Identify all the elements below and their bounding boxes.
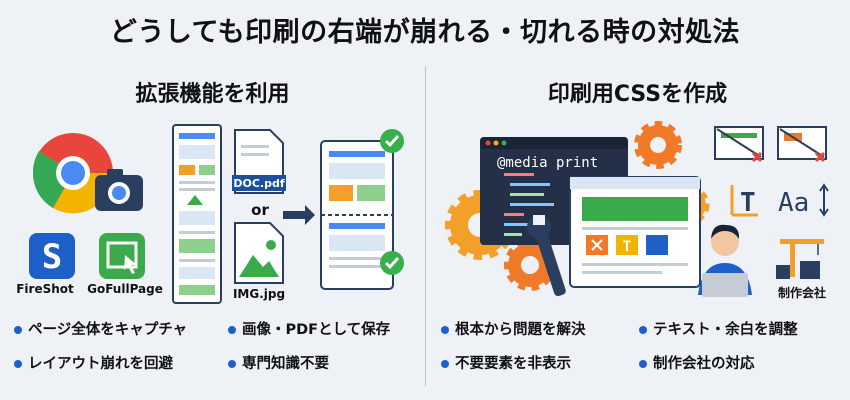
text-size-icon: T bbox=[730, 185, 758, 218]
app-label-gofullpage: GoFullPage bbox=[87, 282, 163, 296]
bullet-dot-icon bbox=[639, 360, 647, 368]
right-heading: 印刷用CSSを作成 bbox=[547, 82, 728, 107]
bullet-dot-icon bbox=[639, 326, 647, 334]
long-page-icon bbox=[172, 124, 222, 304]
bullet-item: 不要要素を非表示 bbox=[441, 352, 571, 373]
svg-text:S: S bbox=[42, 237, 62, 277]
bullet-dot-icon bbox=[441, 360, 449, 368]
pdf-filename: DOC.pdf bbox=[233, 177, 285, 190]
app-label-fireshot: FireShot bbox=[16, 282, 74, 296]
svg-text:T: T bbox=[623, 239, 631, 255]
printed-pages-icon bbox=[320, 140, 394, 290]
browser-window: T bbox=[569, 176, 701, 288]
divider bbox=[425, 66, 426, 386]
bullet-item: 制作会社の対応 bbox=[639, 352, 755, 373]
bullet-item: 専門知識不要 bbox=[228, 352, 329, 373]
svg-text:Aa: Aa bbox=[778, 188, 809, 218]
code-text: @media print bbox=[497, 155, 599, 171]
bullet-item: 画像・PDFとして保存 bbox=[228, 318, 390, 339]
company-label: 制作会社 bbox=[777, 286, 826, 300]
layout-error-icon bbox=[777, 126, 827, 163]
wrench-icon bbox=[527, 215, 566, 297]
page-title: どうしても印刷の右端が崩れる・切れる時の対処法 bbox=[109, 17, 741, 48]
crane-icon bbox=[776, 239, 824, 279]
left-illustration: S bbox=[29, 124, 404, 304]
gear-icon bbox=[634, 121, 682, 169]
fireshot-icon: S bbox=[29, 233, 75, 279]
bullet-item: テキスト・余白を調整 bbox=[639, 318, 798, 339]
bullet-dot-icon bbox=[441, 326, 449, 334]
bullet-item: 根本から問題を解決 bbox=[441, 318, 586, 339]
bullet-dot-icon bbox=[228, 360, 236, 368]
pdf-file-icon bbox=[232, 129, 286, 194]
left-heading: 拡張機能を利用 bbox=[135, 82, 290, 107]
bullet-item: レイアウト崩れを回避 bbox=[14, 352, 173, 373]
bullet-dot-icon bbox=[14, 326, 22, 334]
bullet-item: ページ全体をキャプチャ bbox=[14, 318, 187, 339]
arrow-icon bbox=[283, 205, 315, 225]
or-text: or bbox=[251, 201, 269, 219]
image-file-icon bbox=[234, 222, 284, 284]
person-icon bbox=[698, 224, 752, 297]
gofullpage-icon bbox=[99, 233, 145, 279]
bullet-dot-icon bbox=[228, 326, 236, 334]
img-filename: IMG.jpg bbox=[232, 287, 286, 301]
svg-text:T: T bbox=[740, 188, 756, 218]
font-size-icon: Aa bbox=[778, 183, 829, 218]
bullet-dot-icon bbox=[14, 360, 22, 368]
right-illustration: T T Aa bbox=[445, 121, 829, 297]
camera-icon bbox=[95, 169, 143, 211]
check-icon bbox=[380, 251, 404, 275]
layout-error-icon bbox=[714, 126, 764, 163]
check-icon bbox=[380, 129, 404, 153]
